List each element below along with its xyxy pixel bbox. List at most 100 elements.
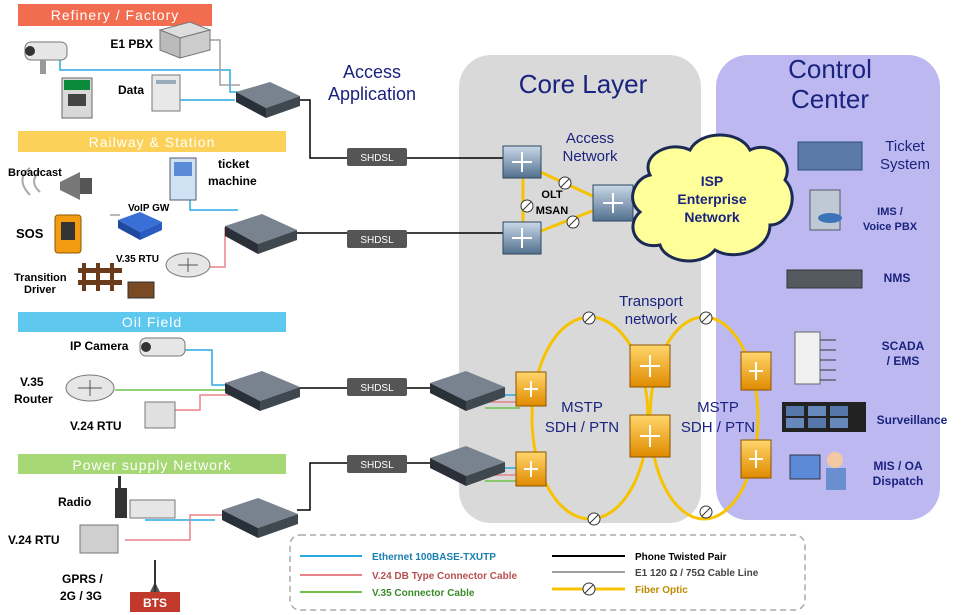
modem-oilfield[interactable] [225, 371, 300, 411]
msan-label: MSAN [536, 205, 568, 217]
cctv-camera-icon [24, 41, 68, 74]
v35-rtu-rail-label: V.35 RTU [116, 254, 159, 265]
ims-line1: IMS / [877, 206, 903, 218]
access-switch-isp[interactable] [592, 184, 634, 222]
e1-lines [110, 39, 240, 216]
voip-gw-label: VoIP GW [128, 203, 170, 214]
ticket-system-line1: Ticket [885, 138, 925, 155]
transport-switch-right-lower[interactable] [740, 439, 772, 479]
transport-switch-center-upper[interactable] [629, 344, 671, 388]
isp-line1: ISP [701, 173, 724, 189]
v24-rtu-oil-icon [144, 401, 176, 429]
isp-cloud [631, 133, 794, 263]
mis-line1: MIS / OA [873, 459, 923, 473]
legend: Ethernet 100BASE-TXUTP V.24 DB Type Conn… [289, 534, 806, 611]
mstp-left-line2: SDH / PTN [545, 419, 619, 436]
nms-server-icon [786, 269, 863, 289]
transition-driver-line1: Transition [14, 272, 67, 284]
transition-driver-icon [78, 263, 155, 299]
power-section-title: Power supply Network [72, 457, 231, 473]
ticket-machine-line1: ticket [218, 157, 249, 171]
modem-railway[interactable] [225, 214, 297, 254]
bts-label: BTS [143, 596, 167, 610]
bts-tower-icon [130, 560, 180, 612]
ticket-machine-icon [169, 157, 197, 201]
legend-e1: E1 120 Ω / 75Ω Cable Line [635, 568, 759, 579]
mstp-right-line1: MSTP [697, 399, 739, 416]
transport-switch-center-lower[interactable] [629, 414, 671, 458]
control-center-line1: Control [788, 54, 872, 84]
pbx-server-icon [158, 21, 212, 59]
svg-text:SHDSL: SHDSL [360, 383, 394, 394]
control-center-line2: Center [791, 84, 869, 114]
voip-gateway-icon [118, 212, 162, 240]
transport-network-line2: network [625, 311, 678, 328]
svg-text:SHDSL: SHDSL [360, 235, 394, 246]
ip-camera-label: IP Camera [70, 339, 129, 353]
legend-phone: Phone Twisted Pair [635, 552, 727, 563]
legend-fiber: Fiber Optic [635, 585, 688, 596]
mstp-left-line1: MSTP [561, 399, 603, 416]
access-application-line2: Application [328, 84, 416, 104]
modem-power[interactable] [222, 498, 298, 538]
legend-ethernet: Ethernet 100BASE-TXUTP [372, 552, 496, 563]
gprs-line2: 2G / 3G [60, 589, 102, 603]
access-application-line1: Access [343, 62, 401, 82]
v24-rtu-oil-label: V.24 RTU [70, 419, 122, 433]
isp-line3: Network [684, 209, 739, 225]
surveillance-label: Surveillance [877, 413, 948, 427]
refinery-section-bar [18, 4, 212, 26]
broadcast-speaker-icon [21, 167, 92, 200]
isp-line2: Enterprise [677, 191, 746, 207]
railway-section-bar [18, 131, 286, 152]
rtu-router-icon [165, 252, 211, 278]
surveillance-wall-icon [782, 402, 866, 432]
data-server-icon [151, 74, 181, 112]
v24-rtu-power-icon [79, 524, 119, 554]
sos-label: SOS [16, 226, 44, 241]
v35-router-line1: V.35 [20, 375, 44, 389]
scada-line1: SCADA [882, 339, 925, 353]
gprs-line1: GPRS / [62, 572, 103, 586]
atm-icon [61, 77, 93, 119]
transport-network-line1: Transport [619, 293, 683, 310]
access-switch-lower[interactable] [502, 221, 542, 255]
modem-refinery[interactable] [236, 82, 300, 118]
transport-switch-right-upper[interactable] [740, 351, 772, 391]
e1-pbx-label: E1 PBX [110, 37, 153, 51]
v35-lines [115, 389, 520, 482]
modem-core-lower[interactable] [430, 446, 505, 486]
fiber-symbols [520, 176, 713, 526]
data-label: Data [118, 83, 144, 97]
transition-driver-line2: Driver [24, 284, 57, 296]
v35-router-line2: Router [14, 392, 53, 406]
access-network-line1: Access [566, 130, 614, 147]
ticket-system-line2: System [880, 156, 930, 173]
shdsl-label-4: SHDSL [347, 455, 407, 473]
svg-text:SHDSL: SHDSL [360, 460, 394, 471]
transport-switch-left-upper[interactable] [515, 371, 547, 407]
transport-switch-left-lower[interactable] [515, 451, 547, 487]
v35-router-icon [65, 374, 115, 402]
mis-line2: Dispatch [873, 474, 924, 488]
nms-label: NMS [884, 271, 911, 285]
radio-label: Radio [58, 495, 91, 509]
access-switch-upper[interactable] [502, 145, 542, 179]
radio-icon [115, 476, 176, 519]
ip-camera-icon [139, 337, 186, 357]
railway-section-title: Railway & Station [89, 134, 216, 150]
core-layer-title: Core Layer [519, 69, 648, 99]
modem-core-upper[interactable] [430, 371, 505, 411]
power-section-bar [18, 454, 286, 474]
dispatch-operator-icon [789, 452, 846, 490]
refinery-section-title: Refinery / Factory [51, 7, 179, 23]
legend-v35: V.35 Connector Cable [372, 588, 475, 599]
svg-text:SHDSL: SHDSL [360, 153, 394, 164]
scada-panel-icon [794, 331, 836, 385]
ticket-machine-line2: machine [208, 174, 257, 188]
mstp-right-line2: SDH / PTN [681, 419, 755, 436]
access-network-line2: Network [562, 148, 618, 165]
sos-phone-icon [54, 214, 82, 254]
shdsl-label-2: SHDSL [347, 230, 407, 248]
